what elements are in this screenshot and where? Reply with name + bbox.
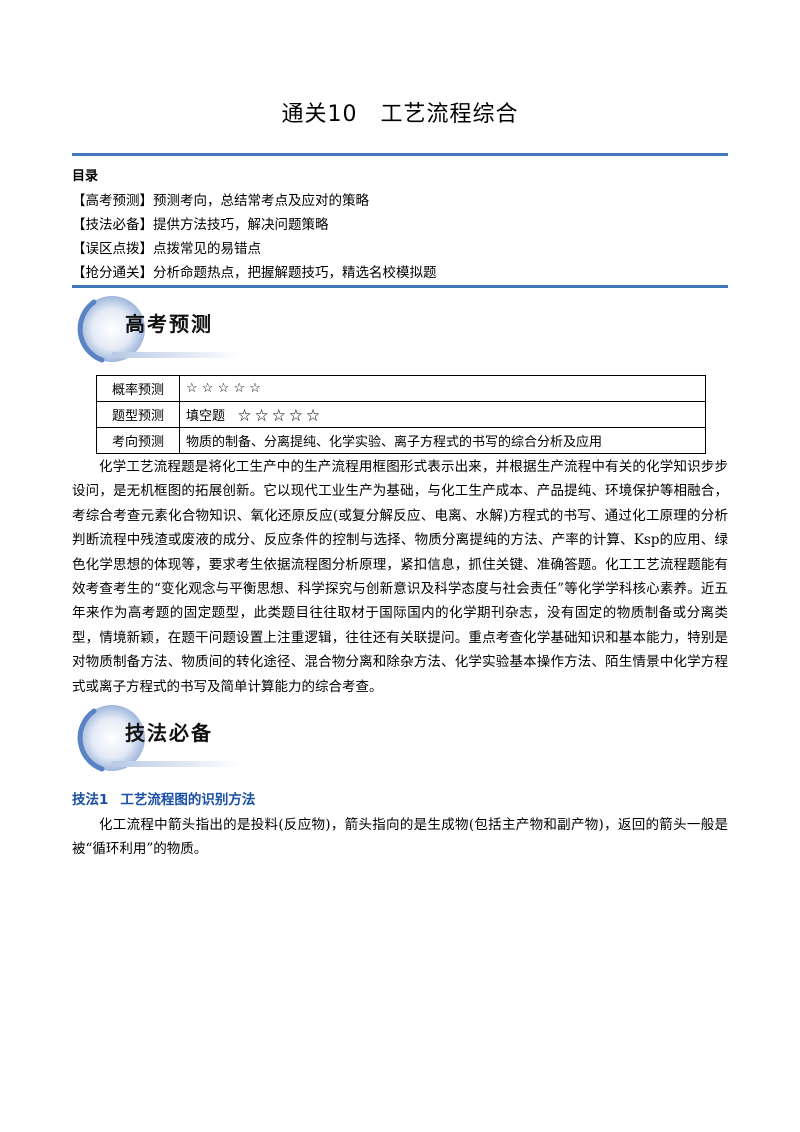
skill-1-paragraph: 化工流程中箭头指出的是投料(反应物)，箭头指向的是生成物(包括主产物和副产物)，… <box>72 817 728 858</box>
prediction-row-value: ☆ ☆ ☆ ☆ ☆ <box>179 375 706 402</box>
toc-item-scoring: 【抢分通关】分析命题热点，把握解题技巧，精选名校模拟题 <box>72 265 437 281</box>
prediction-row-value: 物质的制备、分离提纯、化学实验、离子方程式的书写的综合分析及应用 <box>179 427 706 454</box>
intro-section: 化学工艺流程题是将化工生产中的生产流程用框图形式表示出来，并根据生产流程中有关的… <box>72 455 728 699</box>
banner-swoosh-icon <box>77 296 242 363</box>
banner-skills: 技法必备 <box>72 703 252 773</box>
toc-item-prediction: 【高考预测】预测考向，总结常考点及应对的策略 <box>72 193 369 209</box>
skill-1-section: 化工流程中箭头指出的是投料(反应物)，箭头指向的是生成物(包括主产物和副产物)，… <box>72 813 728 862</box>
toc-heading: 目录 <box>72 169 99 184</box>
banner-skills-label: 技法必备 <box>125 721 213 745</box>
prediction-table: 概率预测 ☆ ☆ ☆ ☆ ☆ 题型预测 填空题 ☆ ☆ ☆ ☆ ☆ 考向预测 物… <box>96 375 706 454</box>
prediction-row-value: 填空题 ☆ ☆ ☆ ☆ ☆ <box>179 401 706 428</box>
skill-1-number: 技法1 <box>72 792 109 808</box>
toc-item-pitfalls: 【误区点拨】点拨常见的易错点 <box>72 241 261 257</box>
prediction-row-label: 题型预测 <box>96 401 180 428</box>
prediction-row-label: 考向预测 <box>96 427 180 454</box>
prediction-row-label: 概率预测 <box>96 375 180 402</box>
banner-prediction: 高考预测 <box>72 294 252 364</box>
skill-1-title: 工艺流程图的识别方法 <box>120 792 256 808</box>
table-row: 题型预测 填空题 ☆ ☆ ☆ ☆ ☆ <box>96 401 706 428</box>
skill-1-heading: 技法1 工艺流程图的识别方法 <box>72 788 255 808</box>
toc-item-skills: 【技法必备】提供方法技巧，解决问题策略 <box>72 217 329 233</box>
page-title: 通关10 工艺流程综合 <box>281 102 519 127</box>
banner-swoosh-icon <box>77 705 242 772</box>
table-of-contents: 目录 【高考预测】预测考向，总结常考点及应对的策略 【技法必备】提供方法技巧，解… <box>72 165 728 285</box>
banner-prediction-label: 高考预测 <box>125 312 213 336</box>
toc-top-rule <box>72 153 728 156</box>
intro-paragraph: 化学工艺流程题是将化工生产中的生产流程用框图形式表示出来，并根据生产流程中有关的… <box>72 459 728 695</box>
table-row: 概率预测 ☆ ☆ ☆ ☆ ☆ <box>96 375 706 402</box>
table-row: 考向预测 物质的制备、分离提纯、化学实验、离子方程式的书写的综合分析及应用 <box>96 427 706 454</box>
toc-bottom-rule <box>72 285 728 288</box>
